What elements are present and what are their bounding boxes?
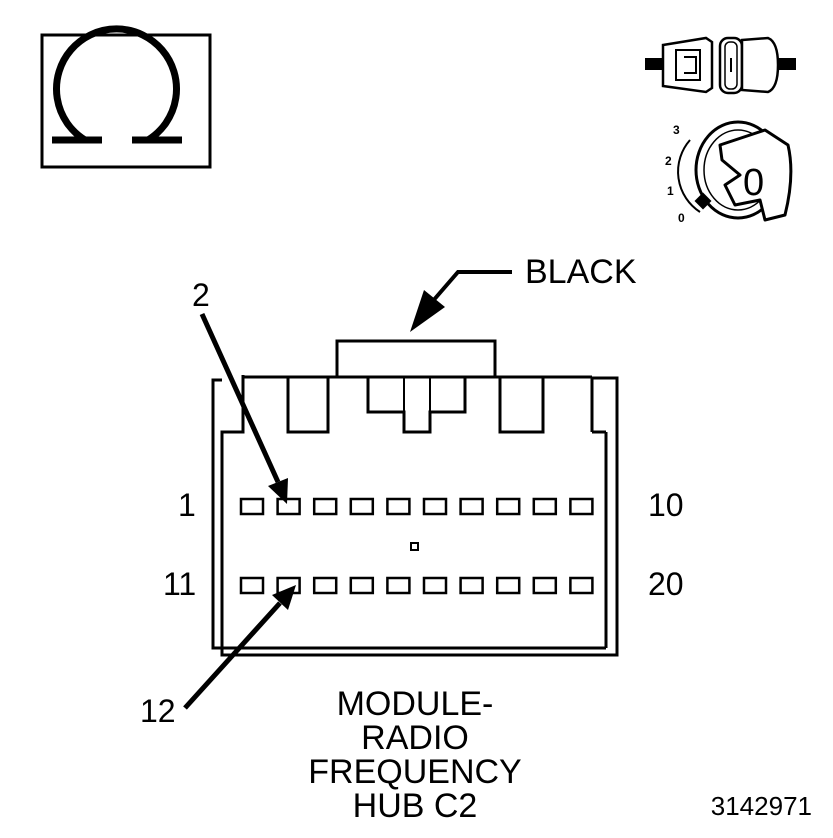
pin-cavity-4: [349, 497, 375, 516]
pin-cavity-10: [569, 497, 594, 516]
ignition-position-0: 0: [678, 211, 685, 225]
pin-cavity-7: [459, 497, 484, 516]
color-label: BLACK: [525, 253, 637, 291]
color-leader-arrow: [410, 270, 512, 332]
title-line-2: RADIO: [361, 719, 469, 757]
pin-label-11: 11: [163, 566, 196, 602]
pin-cavity-13: [312, 576, 338, 595]
pin-cavity-16: [422, 576, 448, 595]
callout-pin-12-arrow: [183, 585, 296, 710]
title-line-1: MODULE-: [337, 685, 494, 723]
pin-cavity-5: [386, 497, 411, 516]
pin-cavity-3: [312, 497, 338, 516]
ignition-position-3: 3: [673, 123, 680, 137]
figure-number: 3142971: [711, 791, 812, 821]
pin-cavity-19: [532, 576, 558, 595]
pin-cavity-9: [532, 497, 558, 516]
pin-label-1: 1: [178, 487, 196, 523]
ignition-key-label: 0: [743, 162, 764, 204]
callout-pin-12-label: 12: [140, 693, 176, 729]
pin-cavity-8: [495, 497, 521, 516]
pin-cavity-15: [386, 576, 411, 595]
pin-cavity-2: [276, 497, 301, 516]
connector-disconnected-icon: [645, 36, 796, 95]
pin-cavity-11: [239, 576, 265, 595]
ignition-key-icon: 3 2 1 0 0: [665, 120, 793, 225]
pin-cavity-20: [569, 576, 594, 595]
ignition-position-1: 1: [667, 184, 674, 198]
connector-body: [211, 339, 619, 657]
pin-row-top: [239, 497, 594, 516]
pin-label-20: 20: [648, 566, 684, 602]
pin-cavity-6: [422, 497, 448, 516]
title-line-4: HUB C2: [353, 787, 478, 825]
pin-cavity-1: [239, 497, 265, 516]
pin-cavity-18: [495, 576, 521, 595]
title-line-3: FREQUENCY: [308, 753, 521, 791]
ohmmeter-icon: [40, 25, 212, 169]
pin-cavity-14: [349, 576, 375, 595]
pin-cavity-17: [459, 576, 484, 595]
pin-label-10: 10: [648, 487, 684, 523]
callout-pin-2-arrow: [199, 312, 288, 504]
callout-pin-2-label: 2: [192, 277, 210, 313]
ignition-position-2: 2: [665, 154, 672, 168]
